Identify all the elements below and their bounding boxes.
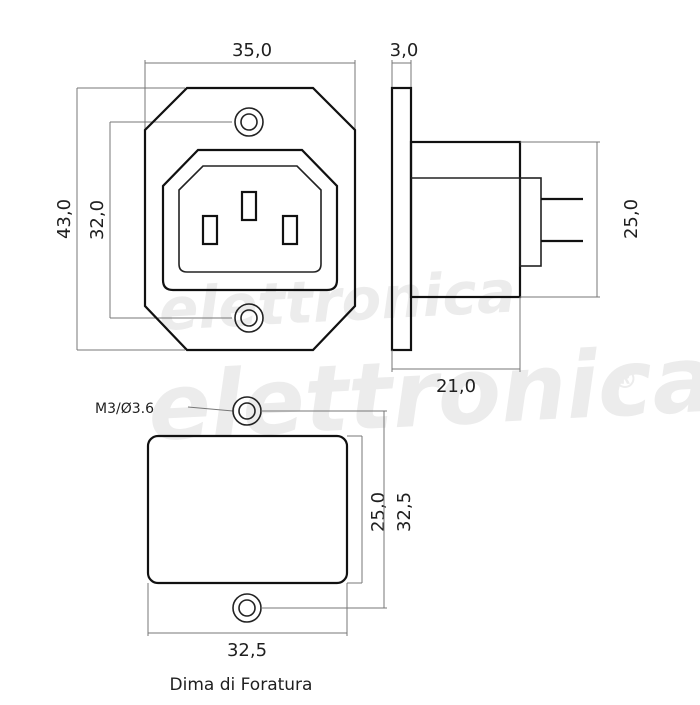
cutout-width-dimension-label: 32,5 xyxy=(227,640,267,661)
template-top-hole-inner xyxy=(238,402,256,420)
height-dimension-label: 43,0 xyxy=(54,199,75,239)
line-pin xyxy=(201,214,219,246)
terminal-block xyxy=(519,177,542,267)
bottom-mounting-hole-outer xyxy=(234,303,264,333)
socket-outer-outline xyxy=(161,148,339,292)
width-dimension-label: 35,0 xyxy=(232,40,272,61)
cutout-height-dimension-label: 25,0 xyxy=(368,492,389,532)
depth-dimension-label: 21,0 xyxy=(436,376,476,397)
template-bottom-hole-inner xyxy=(238,599,256,617)
neutral-pin xyxy=(281,214,299,246)
top-mounting-hole-outer xyxy=(234,107,264,137)
top-mounting-hole-inner xyxy=(240,113,258,131)
flange-outline xyxy=(143,86,357,352)
drilling-template: M3/Ø3.6 25,0 32,5 32,5 Dima di Foratura xyxy=(95,396,415,695)
thickness-dimension-label: 3,0 xyxy=(390,40,419,61)
watermark: elettronica elettronica ® xyxy=(146,257,700,462)
hole-spacing-dimension-label: 32,0 xyxy=(87,200,108,240)
hole-spacing-dimension-label: 32,5 xyxy=(394,492,415,532)
bottom-mounting-hole-inner xyxy=(240,309,258,327)
template-bottom-hole-outer xyxy=(232,593,262,623)
body-height-dimension-label: 25,0 xyxy=(621,199,642,239)
hole-size-label: M3/Ø3.6 xyxy=(95,401,154,417)
side-view: 3,0 25,0 21,0 xyxy=(390,40,642,397)
hole-label-leader xyxy=(187,406,234,412)
front-view: 35,0 43,0 32,0 xyxy=(54,40,357,352)
earth-pin xyxy=(240,190,258,222)
socket-inner-outline xyxy=(178,165,322,273)
drilling-template-caption: Dima di Foratura xyxy=(170,675,313,695)
watermark-registered-mark: ® xyxy=(612,365,638,395)
panel-cutout xyxy=(146,434,349,585)
